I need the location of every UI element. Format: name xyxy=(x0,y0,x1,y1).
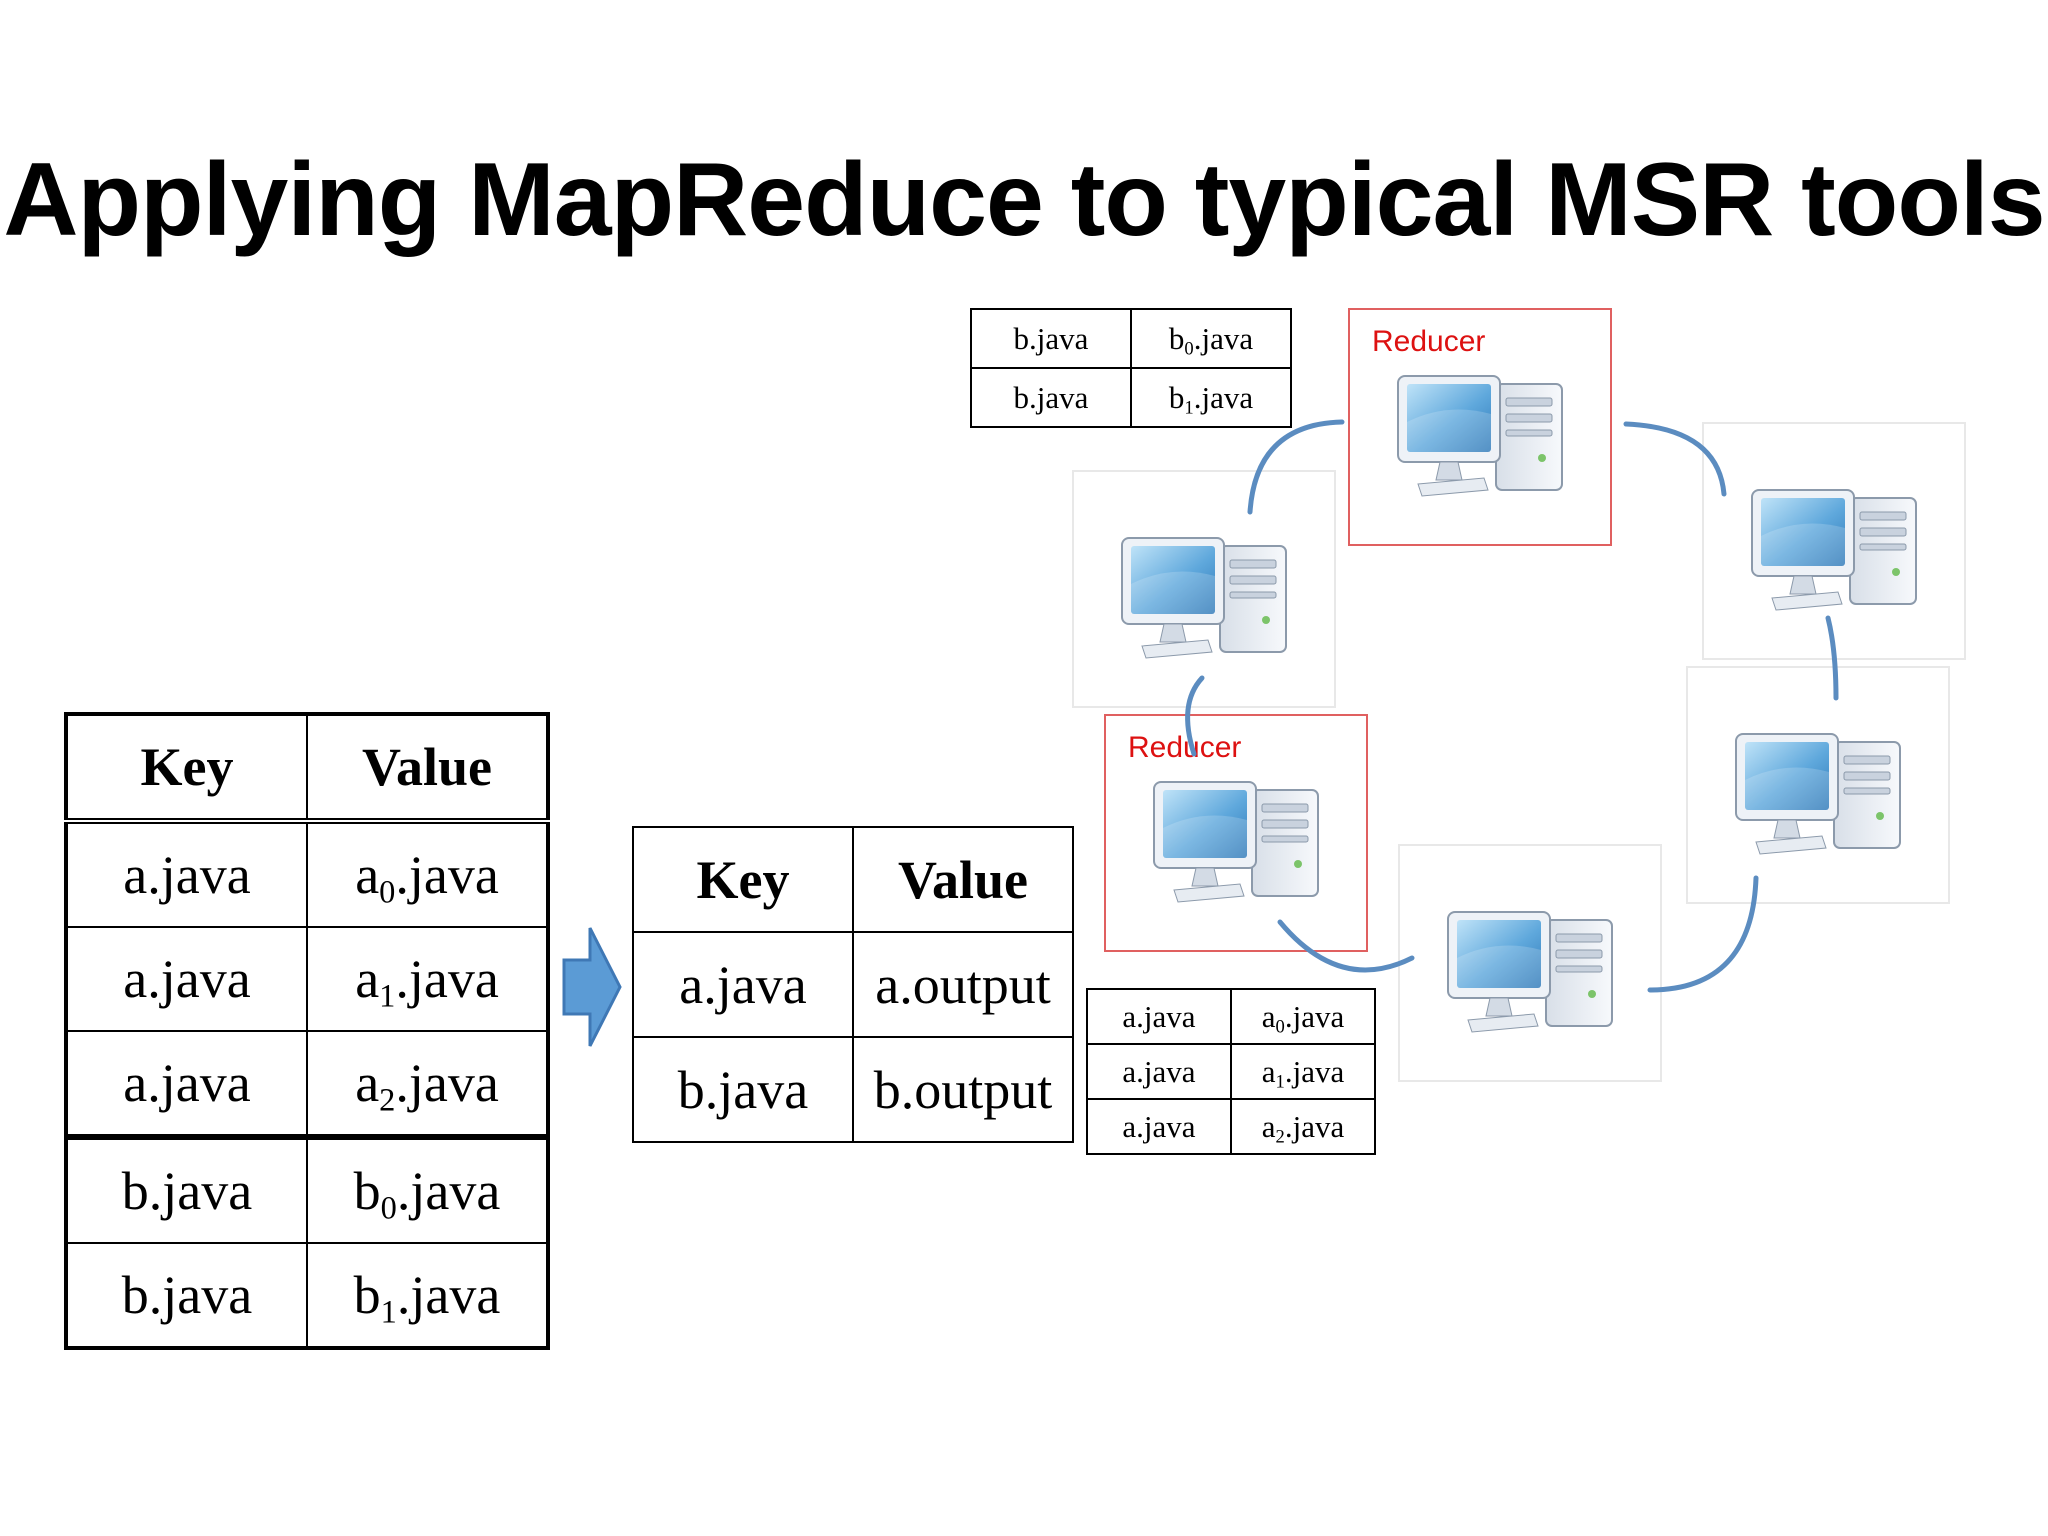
computer-icon xyxy=(1735,733,1901,855)
value-cell: b1.java xyxy=(306,1242,549,1349)
computer-node-left-top xyxy=(1072,470,1336,708)
computer-icon xyxy=(1153,781,1319,903)
key-cell: a.java xyxy=(1086,1098,1232,1155)
value-header: Value xyxy=(852,826,1074,933)
reducer-node-left: Reducer xyxy=(1104,714,1368,952)
table-row: b.java b.output xyxy=(632,1036,1074,1143)
table-row: b.java b0.java xyxy=(65,1134,549,1244)
key-cell: b.java xyxy=(65,1134,308,1244)
key-cell: a.java xyxy=(65,1030,308,1138)
value-cell: b0.java xyxy=(306,1134,549,1244)
key-cell: b.java xyxy=(65,1242,308,1349)
reduce-output-table: Key Value a.java a.output b.java b.outpu… xyxy=(632,826,1074,1143)
value-cell: a1.java xyxy=(306,926,549,1032)
table-row: b.java b1.java xyxy=(65,1242,549,1349)
value-header: Value xyxy=(306,713,549,824)
map-output-table: Key Value a.java a0.java a.java a1.java … xyxy=(64,712,550,1350)
key-cell: a.java xyxy=(632,931,854,1038)
value-cell: b1.java xyxy=(1130,367,1292,428)
value-cell: a0.java xyxy=(1230,988,1376,1045)
computer-icon xyxy=(1447,911,1613,1033)
table-header-row: Key Value xyxy=(65,713,549,824)
computer-icon xyxy=(1751,489,1917,611)
value-cell: a1.java xyxy=(1230,1043,1376,1100)
table-row: b.java b1.java xyxy=(970,367,1292,428)
key-header: Key xyxy=(632,826,854,933)
right-arrow-icon xyxy=(562,927,622,1047)
table-row: a.java a0.java xyxy=(65,820,549,928)
key-header: Key xyxy=(65,713,308,824)
table-row: a.java a.output xyxy=(632,931,1074,1038)
table-row: b.java b0.java xyxy=(970,308,1292,369)
computer-node-bottom xyxy=(1398,844,1662,1082)
table-header-row: Key Value xyxy=(632,826,1074,933)
key-cell: a.java xyxy=(1086,988,1232,1045)
key-cell: b.java xyxy=(970,308,1132,369)
key-cell: a.java xyxy=(65,926,308,1032)
value-cell: b0.java xyxy=(1130,308,1292,369)
value-cell: a.output xyxy=(852,931,1074,1038)
reducer-node-top: Reducer xyxy=(1348,308,1612,546)
computer-node-right-bottom xyxy=(1686,666,1950,904)
computer-icon xyxy=(1397,375,1563,497)
slide-title: Applying MapReduce to typical MSR tools xyxy=(3,142,2045,258)
a-records-table: a.java a0.java a.java a1.java a.java a2.… xyxy=(1086,988,1376,1155)
table-row: a.java a2.java xyxy=(65,1030,549,1138)
table-row: a.java a1.java xyxy=(1086,1043,1376,1100)
value-cell: b.output xyxy=(852,1036,1074,1143)
reducer-label: Reducer xyxy=(1128,731,1242,764)
table-row: a.java a2.java xyxy=(1086,1098,1376,1155)
key-cell: a.java xyxy=(1086,1043,1232,1100)
key-cell: b.java xyxy=(970,367,1132,428)
computer-node-right-top xyxy=(1702,422,1966,660)
table-row: a.java a1.java xyxy=(65,926,549,1032)
reducer-label: Reducer xyxy=(1372,325,1486,358)
b-records-table: b.java b0.java b.java b1.java xyxy=(970,308,1292,428)
key-cell: a.java xyxy=(65,820,308,928)
value-cell: a2.java xyxy=(1230,1098,1376,1155)
computer-icon xyxy=(1121,537,1287,659)
value-cell: a2.java xyxy=(306,1030,549,1138)
table-row: a.java a0.java xyxy=(1086,988,1376,1045)
value-cell: a0.java xyxy=(306,820,549,928)
key-cell: b.java xyxy=(632,1036,854,1143)
